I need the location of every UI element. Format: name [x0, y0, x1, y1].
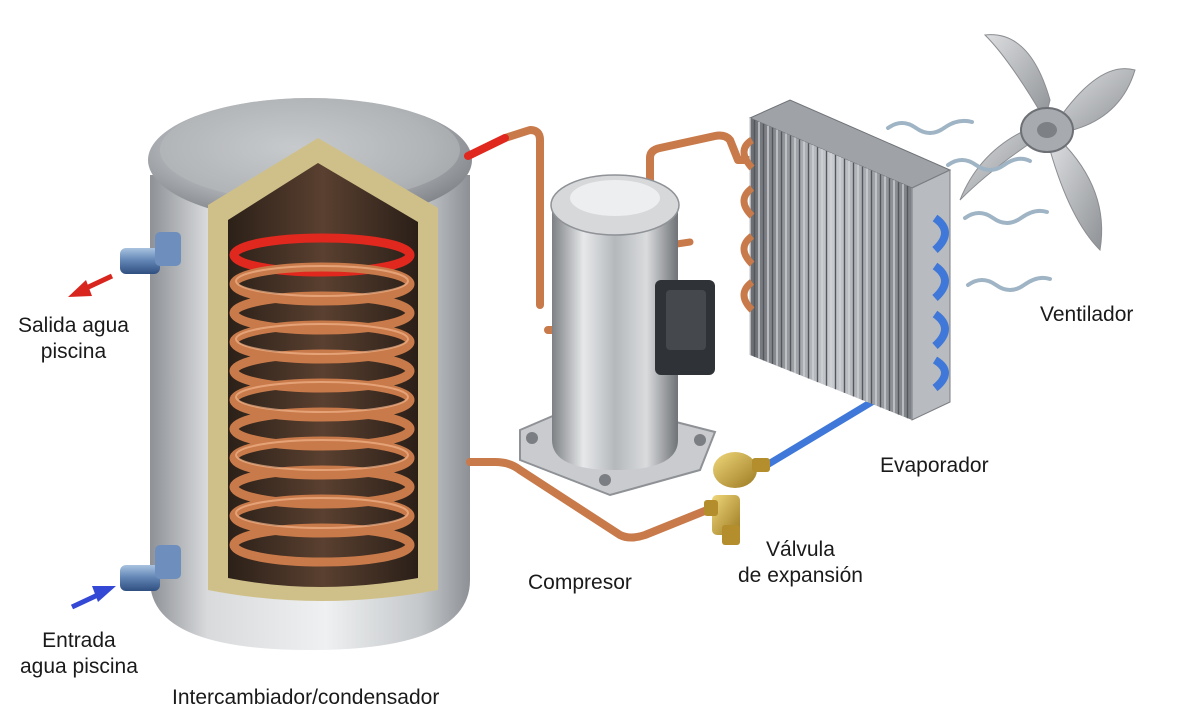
- evaporator-label: Evaporador: [880, 454, 989, 477]
- exchanger-label: Intercambiador/condensador: [172, 686, 440, 709]
- air-flow-lines: [886, 118, 1052, 292]
- heat-exchanger-tank: [120, 98, 472, 650]
- outlet-label: Salida agua piscina: [18, 313, 129, 365]
- compressor: [519, 174, 717, 497]
- valve-label: Válvula de expansión: [738, 537, 863, 589]
- inlet-label: Entrada agua piscina: [20, 628, 138, 680]
- outlet-nozzle: [120, 232, 181, 274]
- inlet-label-line2: agua piscina: [20, 655, 138, 678]
- compressor-label: Compresor: [528, 571, 632, 594]
- expansion-valve: [704, 452, 770, 545]
- outlet-label-line1: Salida agua: [18, 314, 129, 337]
- fan: [959, 34, 1136, 252]
- inlet-label-line1: Entrada: [42, 629, 116, 652]
- inlet-nozzle: [120, 545, 181, 591]
- valve-label-line2: de expansión: [738, 564, 863, 587]
- blue-arrow-right-icon: [70, 586, 116, 610]
- copper-coil: [229, 233, 415, 567]
- outlet-label-line2: piscina: [40, 340, 107, 363]
- fan-label: Ventilador: [1040, 303, 1134, 326]
- red-arrow-left-icon: [68, 273, 114, 297]
- evaporator: [740, 99, 952, 421]
- valve-label-line1: Válvula: [766, 538, 835, 561]
